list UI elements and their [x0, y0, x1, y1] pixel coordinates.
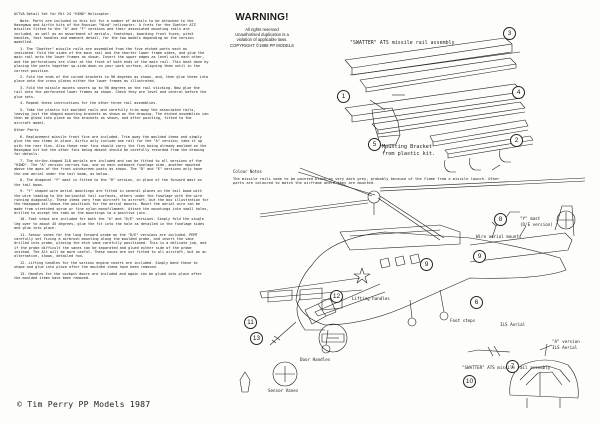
colour-notes: Colour Notes The missile rails seem to b… — [233, 169, 503, 186]
nose-detail-view — [509, 343, 579, 408]
paragraph-9: 9. "Y" shaped wire aerial mountings are … — [14, 189, 209, 215]
warning-title: WARNING! — [235, 12, 289, 23]
callout-13: 13 — [250, 332, 263, 345]
callout-6: 6 — [470, 296, 483, 309]
warning-block: WARNING! All rights reserved Unauthorise… — [222, 12, 302, 48]
intro-line: ACTVA Detail Set for Mil 24 "HIND" Helic… — [14, 12, 112, 16]
paragraph-10: 10. Foot steps are included for both the… — [14, 217, 207, 231]
callout-3: 3 — [503, 27, 516, 40]
other-parts-heading: Other Parts — [14, 127, 39, 133]
paragraph-5: 5. Take the plastic kit moulded rails an… — [14, 107, 209, 125]
paragraph-13: 13. Handles for the cockpit doors are in… — [14, 271, 204, 281]
front-ils-aerial-label: ILS Aerial — [552, 345, 578, 350]
foot-steps-label: Foot steps — [450, 318, 476, 323]
door-handle-detail-view — [318, 323, 348, 353]
helicopter-outline — [259, 167, 586, 354]
colour-notes-text: The missile rails seem to be painted bla… — [233, 176, 502, 186]
from-plastic-kit-label: from plastic kit. — [382, 151, 436, 157]
lifting-handles-label: Lifting handles — [352, 296, 390, 301]
paragraph-3: 3. Fold the missile mounts covers up to … — [14, 85, 209, 99]
callout-2: 2 — [510, 134, 523, 147]
callout-10: 10 — [463, 375, 476, 388]
warning-line: COPYRIGHT ©1988 PP MODELS — [230, 42, 294, 48]
callout-8: 8 — [494, 213, 507, 226]
callout-9: 9 — [473, 250, 486, 263]
sensor-vanes-label: Sensor Vanes — [268, 388, 299, 393]
y-mast-label: "Y" mast — [520, 216, 541, 221]
paragraph-8: 8. The diagonal "Y" mast is fitted to th… — [14, 178, 204, 187]
paragraph-7: 7. The strike-shaped IL8 aerials are inc… — [14, 158, 205, 176]
callout-4: 4 — [512, 86, 525, 99]
assembly-title: "SWATTER" ATS missile rail assembly — [350, 41, 455, 46]
door-handles-label: Door Handles — [300, 357, 331, 362]
a-version-label: "A" version — [552, 339, 580, 344]
paragraph-12: 12. Lifting handles for the various engi… — [14, 260, 200, 270]
paragraph-6: 6. Replacement missile front fins are in… — [14, 134, 209, 157]
copyright-footer: © Tim Perry PP Models 1987 — [17, 399, 151, 409]
paragraph-11: 11. Sensor vanes for the long forward pr… — [14, 232, 209, 259]
colour-notes-heading: Colour Notes — [233, 169, 262, 174]
paragraph-note: Note. Parts are included in this kit for… — [14, 18, 198, 45]
warning-line: Unauthorised duplication is a — [235, 32, 289, 38]
paragraph-4: 4. Repeat these instructions for the oth… — [20, 101, 158, 106]
callout-9b: 9 — [420, 258, 433, 271]
warning-line: violation of applicable laws. — [236, 37, 288, 43]
callout-5: 5 — [368, 138, 381, 151]
callout-11: 11 — [244, 316, 257, 329]
paragraph-1: 1. The "Zwatter" missile rails are assem… — [14, 46, 209, 73]
d-e-version-label: (D/E version) — [520, 222, 553, 227]
swatter-rail-label: "SWATTER" ATS missile rail assembly — [462, 365, 551, 370]
sensor-vane-detail — [467, 345, 511, 357]
callout-12: 12 — [330, 290, 343, 303]
callout-7: 7 — [506, 360, 519, 373]
mounting-bracket-label: Mounting Bracket — [382, 144, 432, 150]
sensor-vane-detail-view — [272, 361, 298, 387]
paragraph-2: 2. Fold the ends of the curved brackets … — [14, 75, 209, 84]
warning-line: All rights reserved — [245, 27, 279, 32]
ils-aerial-label: ILS Aerial — [500, 322, 526, 327]
wire-aerial-mounts-label: Wire aerial mounts — [476, 234, 522, 239]
instruction-text-column: ACTVA Detail Set for Mil 24 "HIND" Helic… — [14, 12, 210, 407]
callout-1: 1 — [337, 90, 350, 103]
missile-rail-exploded-view — [344, 37, 534, 173]
